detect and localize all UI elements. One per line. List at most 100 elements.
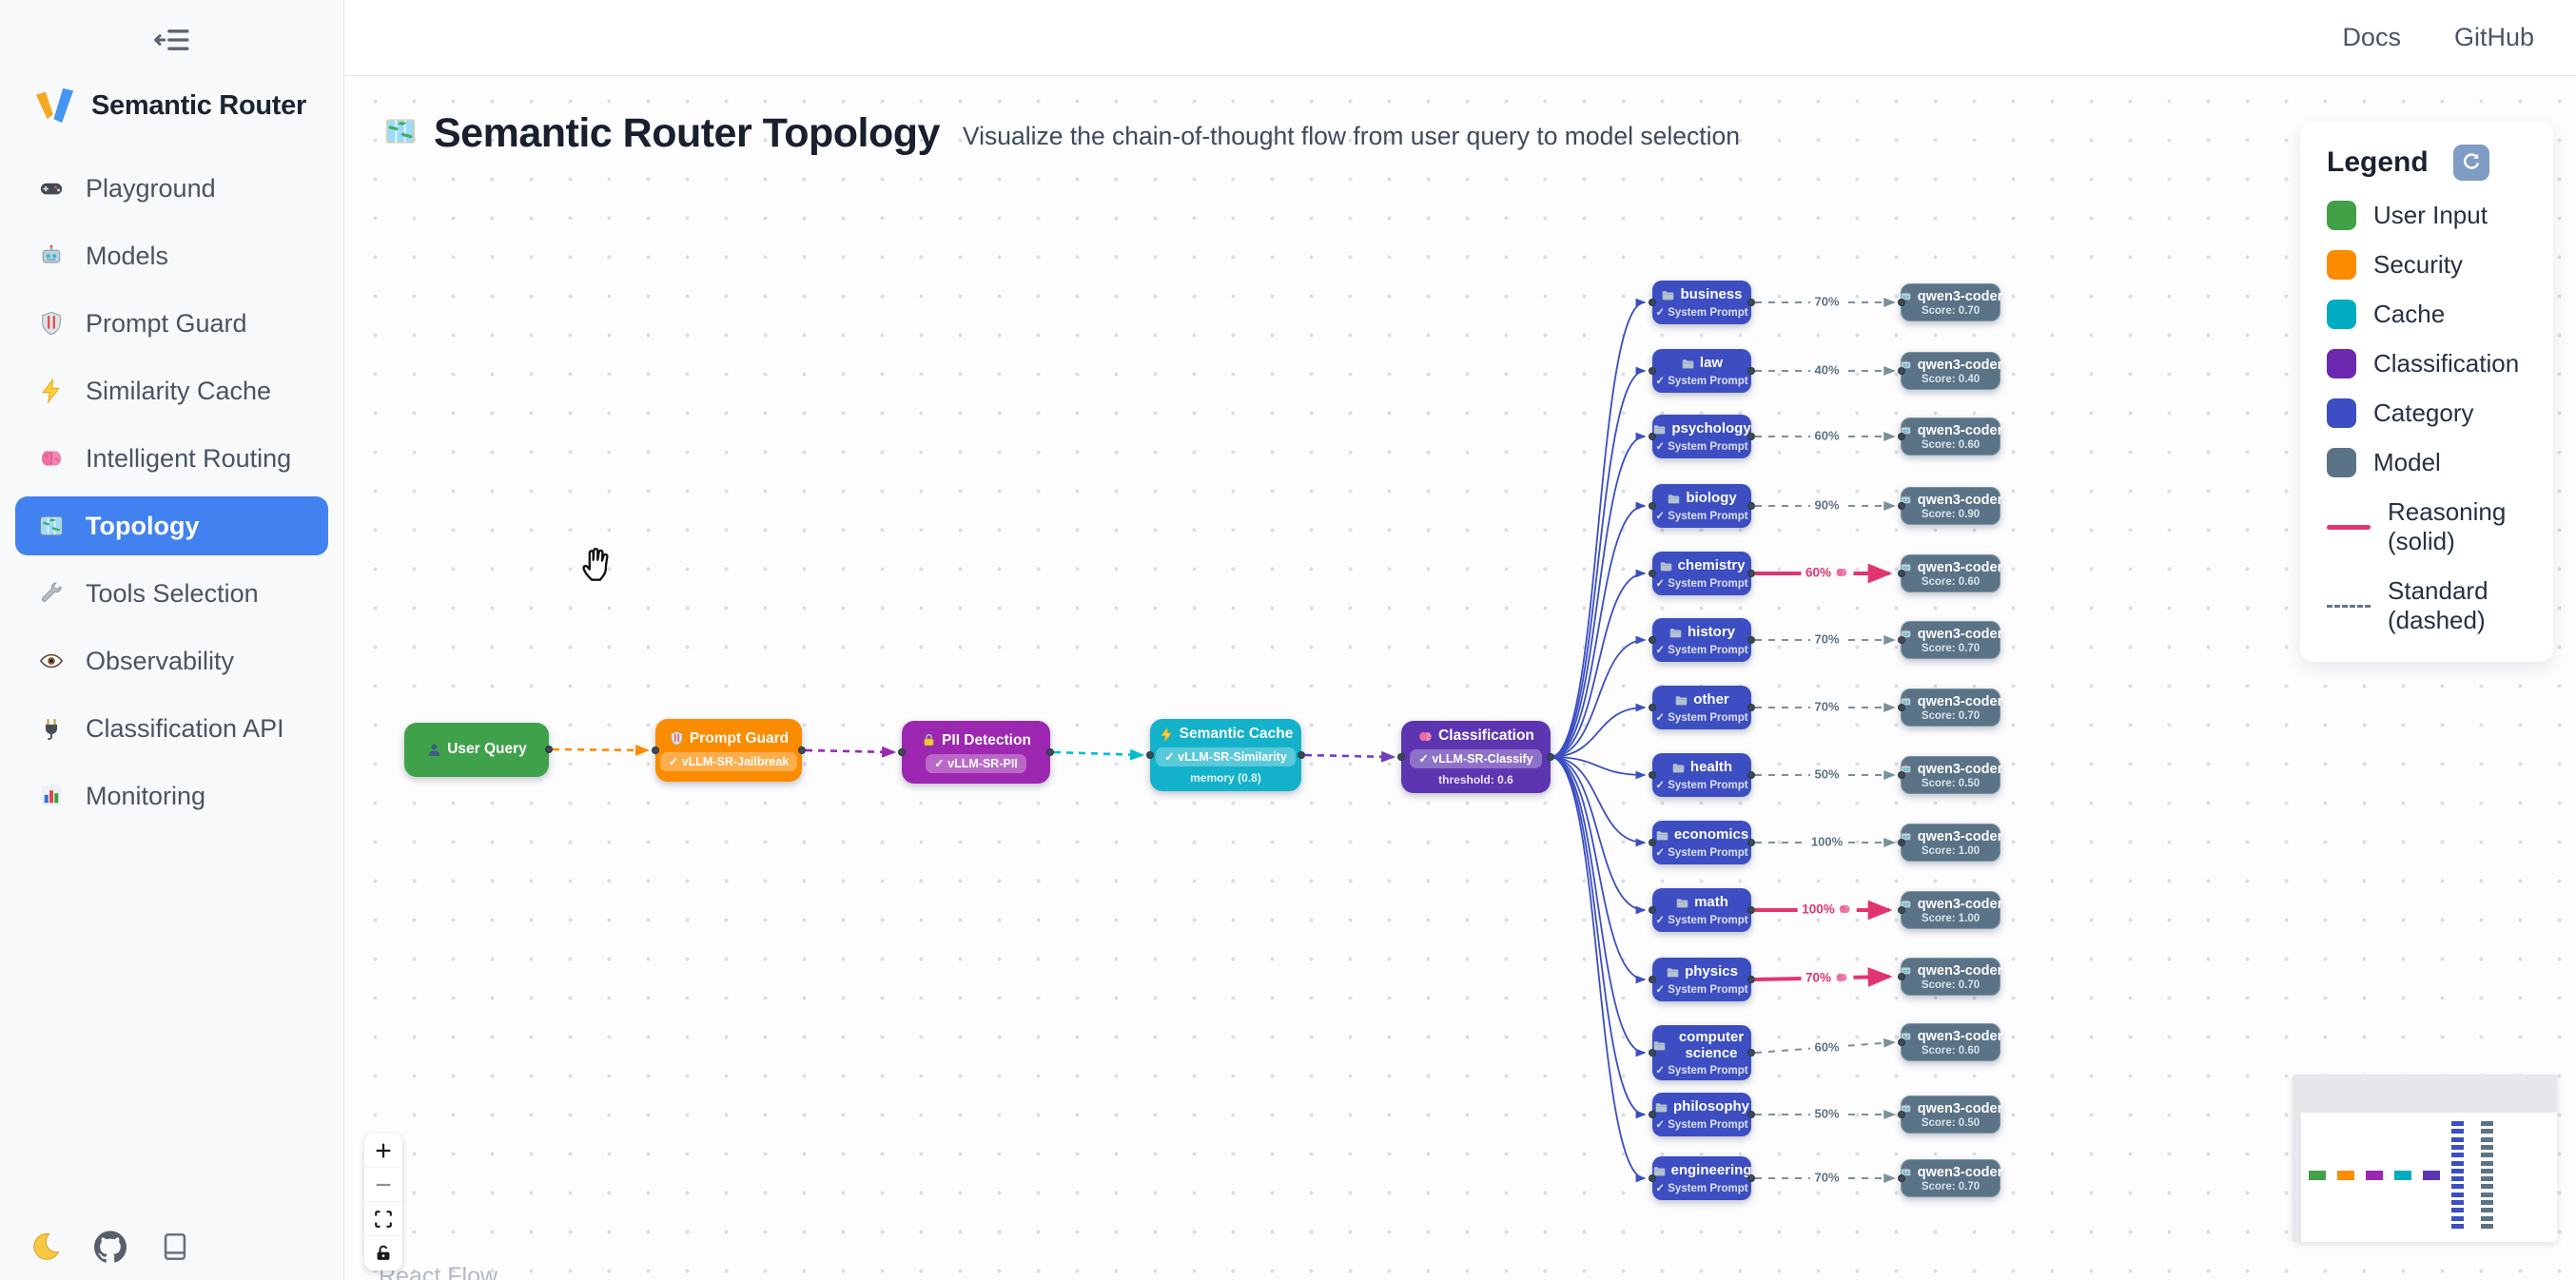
- category-node-philosophy[interactable]: philosophy✓ System Prompt: [1649, 1093, 1755, 1136]
- model-score: Score: 1.00: [1921, 844, 1981, 857]
- docs-link[interactable]: Docs: [2342, 23, 2401, 51]
- legend-label: Standard (dashed): [2388, 576, 2488, 634]
- sidebar-item-models[interactable]: Models: [15, 226, 328, 285]
- sidebar-item-label: Similarity Cache: [86, 376, 272, 405]
- model-score: Score: 0.60: [1921, 575, 1981, 588]
- sidebar-item-similarity-cache[interactable]: Similarity Cache: [15, 361, 328, 420]
- category-node-law[interactable]: law✓ System Prompt: [1649, 349, 1755, 393]
- node-subtext: memory (0.8): [1190, 771, 1261, 785]
- pipeline-node-user-query[interactable]: User Query: [404, 722, 553, 777]
- input-handle: [1649, 839, 1656, 846]
- flow-canvas[interactable]: Semantic Router Topology Visualize the c…: [344, 76, 2576, 1280]
- legend-swatch: [2327, 398, 2356, 428]
- category-node-economics[interactable]: economics✓ System Prompt: [1649, 821, 1755, 864]
- zoom-out-button[interactable]: [364, 1168, 402, 1202]
- system-prompt-badge: ✓ System Prompt: [1655, 440, 1748, 453]
- minimap-node: [2451, 1121, 2464, 1126]
- github-link[interactable]: GitHub: [2453, 23, 2534, 51]
- minimap-node: [2481, 1176, 2493, 1182]
- minimap-node: [2481, 1223, 2493, 1229]
- legend-item: Security: [2327, 250, 2527, 280]
- category-node-health[interactable]: health✓ System Prompt: [1649, 753, 1755, 797]
- minimap-node: [2394, 1171, 2411, 1180]
- brain-icon: [1834, 970, 1848, 984]
- input-handle: [1649, 906, 1656, 914]
- output-handle: [1747, 1111, 1755, 1118]
- sidebar-item-prompt-guard[interactable]: Prompt Guard: [15, 294, 328, 353]
- page-header: Semantic Router Topology Visualize the c…: [382, 110, 1740, 157]
- github-button[interactable]: [93, 1231, 127, 1265]
- output-handle: [1747, 299, 1755, 306]
- category-node-history[interactable]: history✓ System Prompt: [1649, 618, 1755, 662]
- sidebar-item-intelligent-routing[interactable]: Intelligent Routing: [15, 429, 328, 488]
- category-node-physics[interactable]: physics✓ System Prompt: [1649, 958, 1755, 1001]
- sidebar-item-monitoring[interactable]: Monitoring: [15, 766, 328, 825]
- model-score: Score: 0.60: [1921, 1044, 1981, 1057]
- sidebar-item-topology[interactable]: Topology: [15, 496, 328, 555]
- category-node-computer-science[interactable]: computer science✓ System Prompt: [1649, 1025, 1755, 1080]
- output-handle: [1747, 704, 1755, 711]
- minimap-node: [2481, 1144, 2493, 1150]
- plus-icon: [373, 1140, 394, 1161]
- output-handle: [1747, 570, 1755, 577]
- pipeline-node-pii-detection[interactable]: PII Detection✓ vLLM-SR-PII: [898, 721, 1054, 784]
- legend-title: Legend: [2327, 146, 2429, 178]
- system-prompt-badge: ✓ System Prompt: [1655, 375, 1748, 387]
- sidebar-item-label: Playground: [86, 173, 216, 203]
- output-handle: [1747, 1049, 1755, 1057]
- refresh-button[interactable]: [2452, 145, 2489, 181]
- lock-button[interactable]: [364, 1236, 402, 1270]
- moon-button[interactable]: [29, 1231, 63, 1265]
- model-score: Score: 0.50: [1921, 1116, 1981, 1129]
- category-node-business[interactable]: business✓ System Prompt: [1649, 281, 1755, 324]
- sidebar-item-tools-selection[interactable]: Tools Selection: [15, 564, 328, 623]
- robot-icon: [1899, 493, 1913, 507]
- input-handle: [1649, 433, 1656, 440]
- category-node-biology[interactable]: biology✓ System Prompt: [1649, 484, 1755, 528]
- sidebar-collapse-button[interactable]: [150, 23, 194, 57]
- category-node-engineering[interactable]: engineering✓ System Prompt: [1649, 1156, 1755, 1200]
- book-button[interactable]: [158, 1231, 192, 1265]
- output-handle: [1747, 1174, 1755, 1182]
- minimap[interactable]: [2293, 1075, 2557, 1242]
- category-node-chemistry[interactable]: chemistry✓ System Prompt: [1649, 552, 1755, 595]
- input-handle: [1649, 367, 1656, 375]
- category-node-math[interactable]: math✓ System Prompt: [1649, 888, 1755, 932]
- zoom-in-button[interactable]: [364, 1134, 402, 1168]
- folder-icon: [1666, 965, 1680, 979]
- legend-label: Model: [2373, 448, 2441, 476]
- output-handle: [1747, 433, 1755, 440]
- input-handle: [1898, 1111, 1905, 1118]
- category-node-other[interactable]: other✓ System Prompt: [1649, 686, 1755, 729]
- minimap-node: [2481, 1153, 2493, 1158]
- fit-view-button[interactable]: [364, 1202, 402, 1236]
- legend-item: Classification: [2327, 349, 2527, 378]
- sidebar-item-label: Observability: [86, 646, 235, 675]
- model-score: Score: 0.50: [1921, 777, 1981, 789]
- system-prompt-badge: ✓ System Prompt: [1655, 711, 1748, 724]
- output-handle: [1747, 906, 1755, 914]
- sidebar-item-classification-api[interactable]: Classification API: [15, 699, 328, 758]
- sidebar-item-playground[interactable]: Playground: [15, 159, 328, 218]
- category-node-psychology[interactable]: psychology✓ System Prompt: [1649, 415, 1755, 458]
- pipeline-node-prompt-guard[interactable]: Prompt Guard✓ vLLM-SR-Jailbreak: [652, 719, 806, 782]
- robot-icon: [1899, 423, 1913, 437]
- sidebar-item-observability[interactable]: Observability: [15, 631, 328, 690]
